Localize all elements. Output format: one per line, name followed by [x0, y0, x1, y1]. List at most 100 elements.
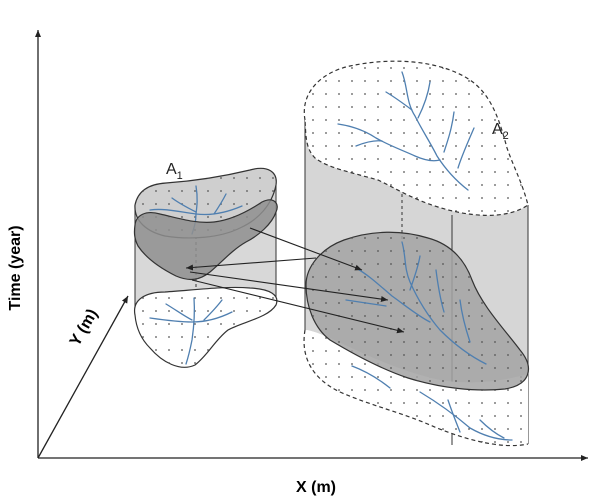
grid-dot — [494, 367, 496, 369]
grid-dot — [468, 441, 470, 443]
grid-dot — [377, 106, 379, 108]
grid-dot — [468, 328, 470, 330]
connection-arrow — [189, 271, 389, 302]
grid-dot — [338, 145, 340, 147]
grid-dot — [416, 302, 418, 304]
grid-dot — [207, 323, 209, 325]
grid-dot — [416, 354, 418, 356]
grid-dot — [377, 328, 379, 330]
grid-dot — [312, 54, 314, 56]
grid-dot — [390, 354, 392, 356]
grid-dot — [403, 276, 405, 278]
grid-dot — [533, 380, 535, 382]
grid-dot — [325, 106, 327, 108]
grid-dot — [442, 454, 444, 456]
grid-dot — [299, 289, 301, 291]
a1-bottom-surface — [134, 286, 278, 368]
a2-top-outline — [303, 60, 529, 216]
grid-dot — [494, 119, 496, 121]
grid-dot — [481, 341, 483, 343]
grid-dot — [507, 80, 509, 82]
grid-dot — [455, 441, 457, 443]
grid-dot — [403, 428, 405, 430]
grid-dot — [351, 132, 353, 134]
grid-dot — [403, 171, 405, 173]
grid-dot — [351, 80, 353, 82]
grid-dot — [364, 363, 366, 365]
grid-dot — [416, 54, 418, 56]
grid-dot — [403, 106, 405, 108]
grid-dot — [520, 145, 522, 147]
grid-dot — [312, 428, 314, 430]
grid-dot — [507, 341, 509, 343]
grid-dot — [455, 276, 457, 278]
grid-dot — [481, 354, 483, 356]
grid-dot — [194, 349, 196, 351]
grid-dot — [468, 197, 470, 199]
grid-dot — [325, 80, 327, 82]
grid-dot — [299, 328, 301, 330]
grid-dot — [455, 145, 457, 147]
grid-dot — [272, 177, 274, 179]
grid-dot — [416, 106, 418, 108]
grid-dot — [364, 93, 366, 95]
grid-dot — [312, 145, 314, 147]
grid-dot — [220, 164, 222, 166]
grid-dot — [168, 297, 170, 299]
grid-dot — [468, 415, 470, 417]
grid-dot — [377, 315, 379, 317]
grid-dot — [299, 441, 301, 443]
grid-dot — [325, 363, 327, 365]
grid-dot — [403, 158, 405, 160]
grid-dot — [312, 441, 314, 443]
grid-dot — [299, 376, 301, 378]
grid-dot — [364, 441, 366, 443]
grid-dot — [468, 367, 470, 369]
time-axis-label: Time (year) — [7, 225, 24, 310]
grid-dot — [481, 454, 483, 456]
grid-dot — [390, 106, 392, 108]
grid-dot — [390, 454, 392, 456]
grid-dot — [233, 177, 235, 179]
grid-dot — [377, 376, 379, 378]
grid-dot — [155, 164, 157, 166]
grid-dot — [377, 132, 379, 134]
grid-dot — [507, 454, 509, 456]
grid-dot — [481, 132, 483, 134]
grid-dot — [403, 289, 405, 291]
grid-dot — [377, 145, 379, 147]
grid-dot — [520, 380, 522, 382]
grid-dot — [168, 349, 170, 351]
grid-dot — [429, 367, 431, 369]
grid-dot — [338, 289, 340, 291]
grid-dot — [207, 190, 209, 192]
grid-dot — [299, 389, 301, 391]
grid-dot — [312, 337, 314, 339]
grid-dot — [129, 177, 131, 179]
grid-dot — [129, 362, 131, 364]
grid-dot — [416, 158, 418, 160]
grid-dot — [403, 93, 405, 95]
grid-dot — [442, 119, 444, 121]
connection-arrow — [185, 257, 317, 271]
grid-dot — [377, 402, 379, 404]
grid-dot — [325, 376, 327, 378]
grid-dot — [468, 67, 470, 69]
y-axis — [37, 295, 129, 459]
grid-dot — [403, 67, 405, 69]
grid-dot — [259, 177, 261, 179]
grid-dot — [155, 203, 157, 205]
grid-dot — [129, 190, 131, 192]
grid-dot — [312, 119, 314, 121]
grid-dot — [390, 132, 392, 134]
grid-dot — [442, 158, 444, 160]
grid-dot — [429, 289, 431, 291]
grid-dot — [429, 328, 431, 330]
grid-dot — [338, 328, 340, 330]
grid-dot — [481, 119, 483, 121]
grid-dot — [377, 302, 379, 304]
grid-dot — [416, 67, 418, 69]
grid-dot — [377, 341, 379, 343]
grid-dot — [468, 171, 470, 173]
grid-dot — [312, 363, 314, 365]
